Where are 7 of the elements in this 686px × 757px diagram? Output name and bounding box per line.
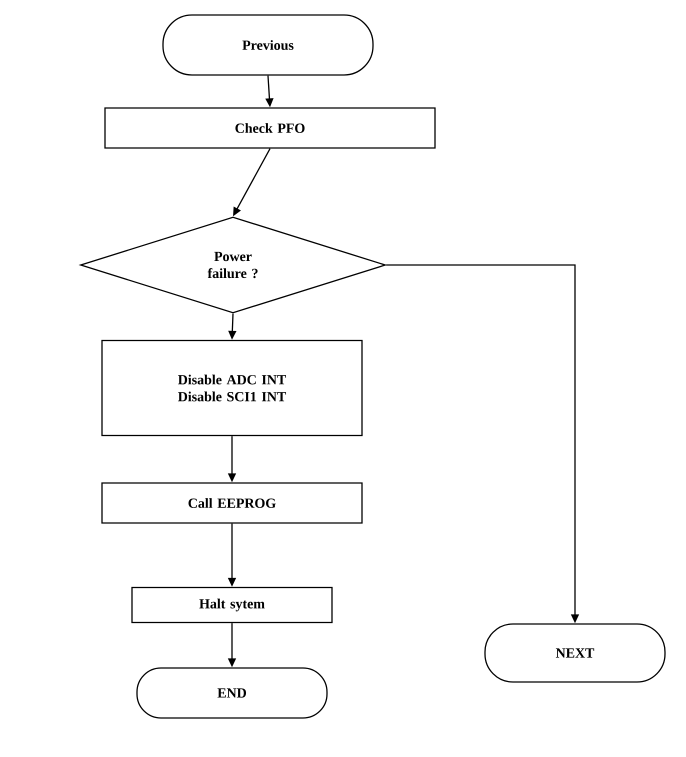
process-box: Disable ADC INT Disable SCI1 INT	[101, 340, 363, 436]
process-box: Call EEPROG	[101, 482, 363, 524]
process-box: Check PFO	[104, 107, 436, 149]
end-terminal: NEXT	[484, 623, 666, 683]
end-terminal: END	[136, 667, 328, 719]
process-box: Halt sytem	[131, 586, 333, 624]
start-terminal: Previous	[162, 14, 374, 76]
